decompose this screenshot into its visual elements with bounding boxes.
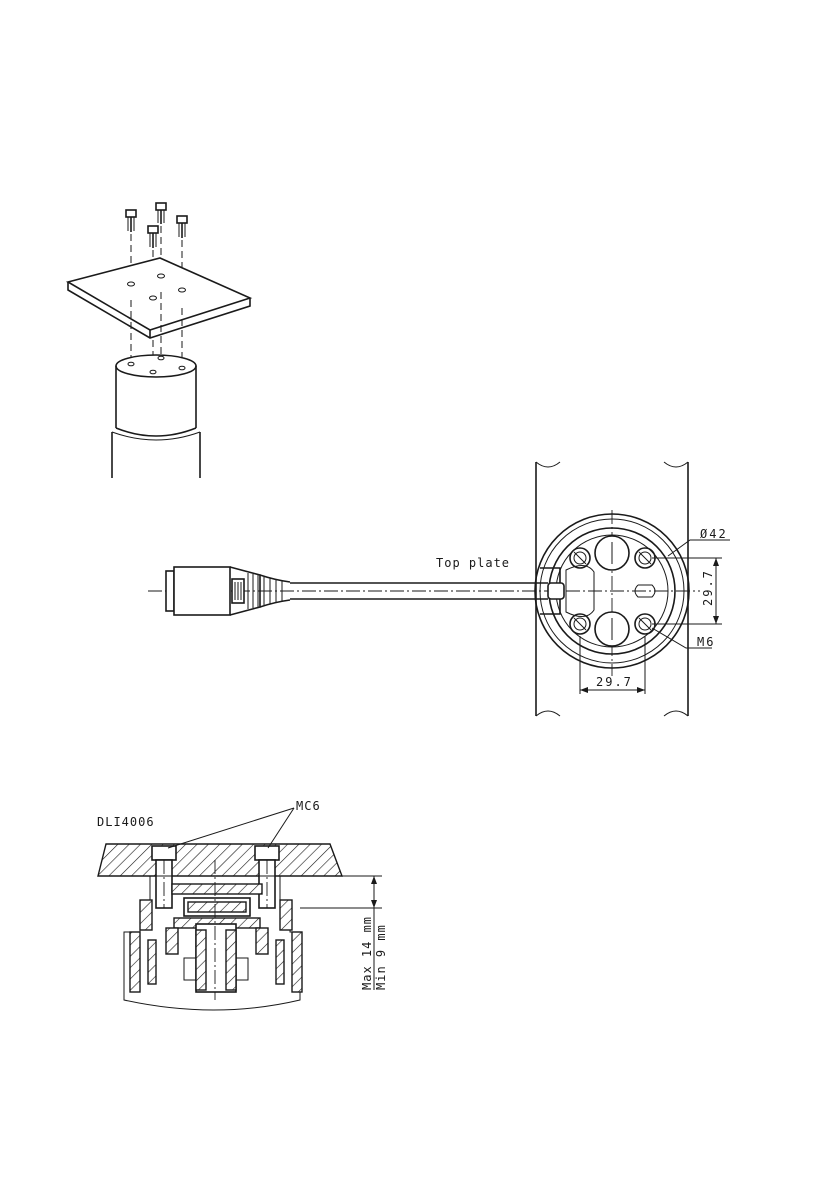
screw-label: MC6 — [296, 799, 321, 813]
m6-hole — [570, 548, 590, 568]
m6-hole — [570, 614, 590, 634]
screw-head-right — [255, 846, 279, 860]
horizontal-dimension-label: 29.7 — [596, 675, 633, 689]
thread-label: M6 — [697, 635, 715, 649]
model-label: DLI4006 — [97, 815, 155, 829]
vertical-dimension-label: 29.7 — [701, 569, 715, 606]
top-plate-part — [68, 258, 250, 338]
plate-section — [98, 844, 342, 876]
min-depth-label: Min 9 mm — [374, 924, 388, 990]
diameter-label: Ø42 — [700, 527, 728, 541]
cross-section-drawing: DLI4006 MC6 Max 14 mm Min 9 mm — [97, 799, 388, 1010]
column-part — [112, 355, 200, 478]
screw-head-left — [152, 846, 176, 860]
top-view-drawing: Top plate Ø42 29.7 M6 29.7 — [148, 462, 730, 716]
screw-icon — [126, 203, 187, 248]
exploded-mount-view — [68, 203, 250, 478]
max-depth-label: Max 14 mm — [360, 916, 374, 990]
top-plate-label: Top plate — [436, 556, 510, 570]
